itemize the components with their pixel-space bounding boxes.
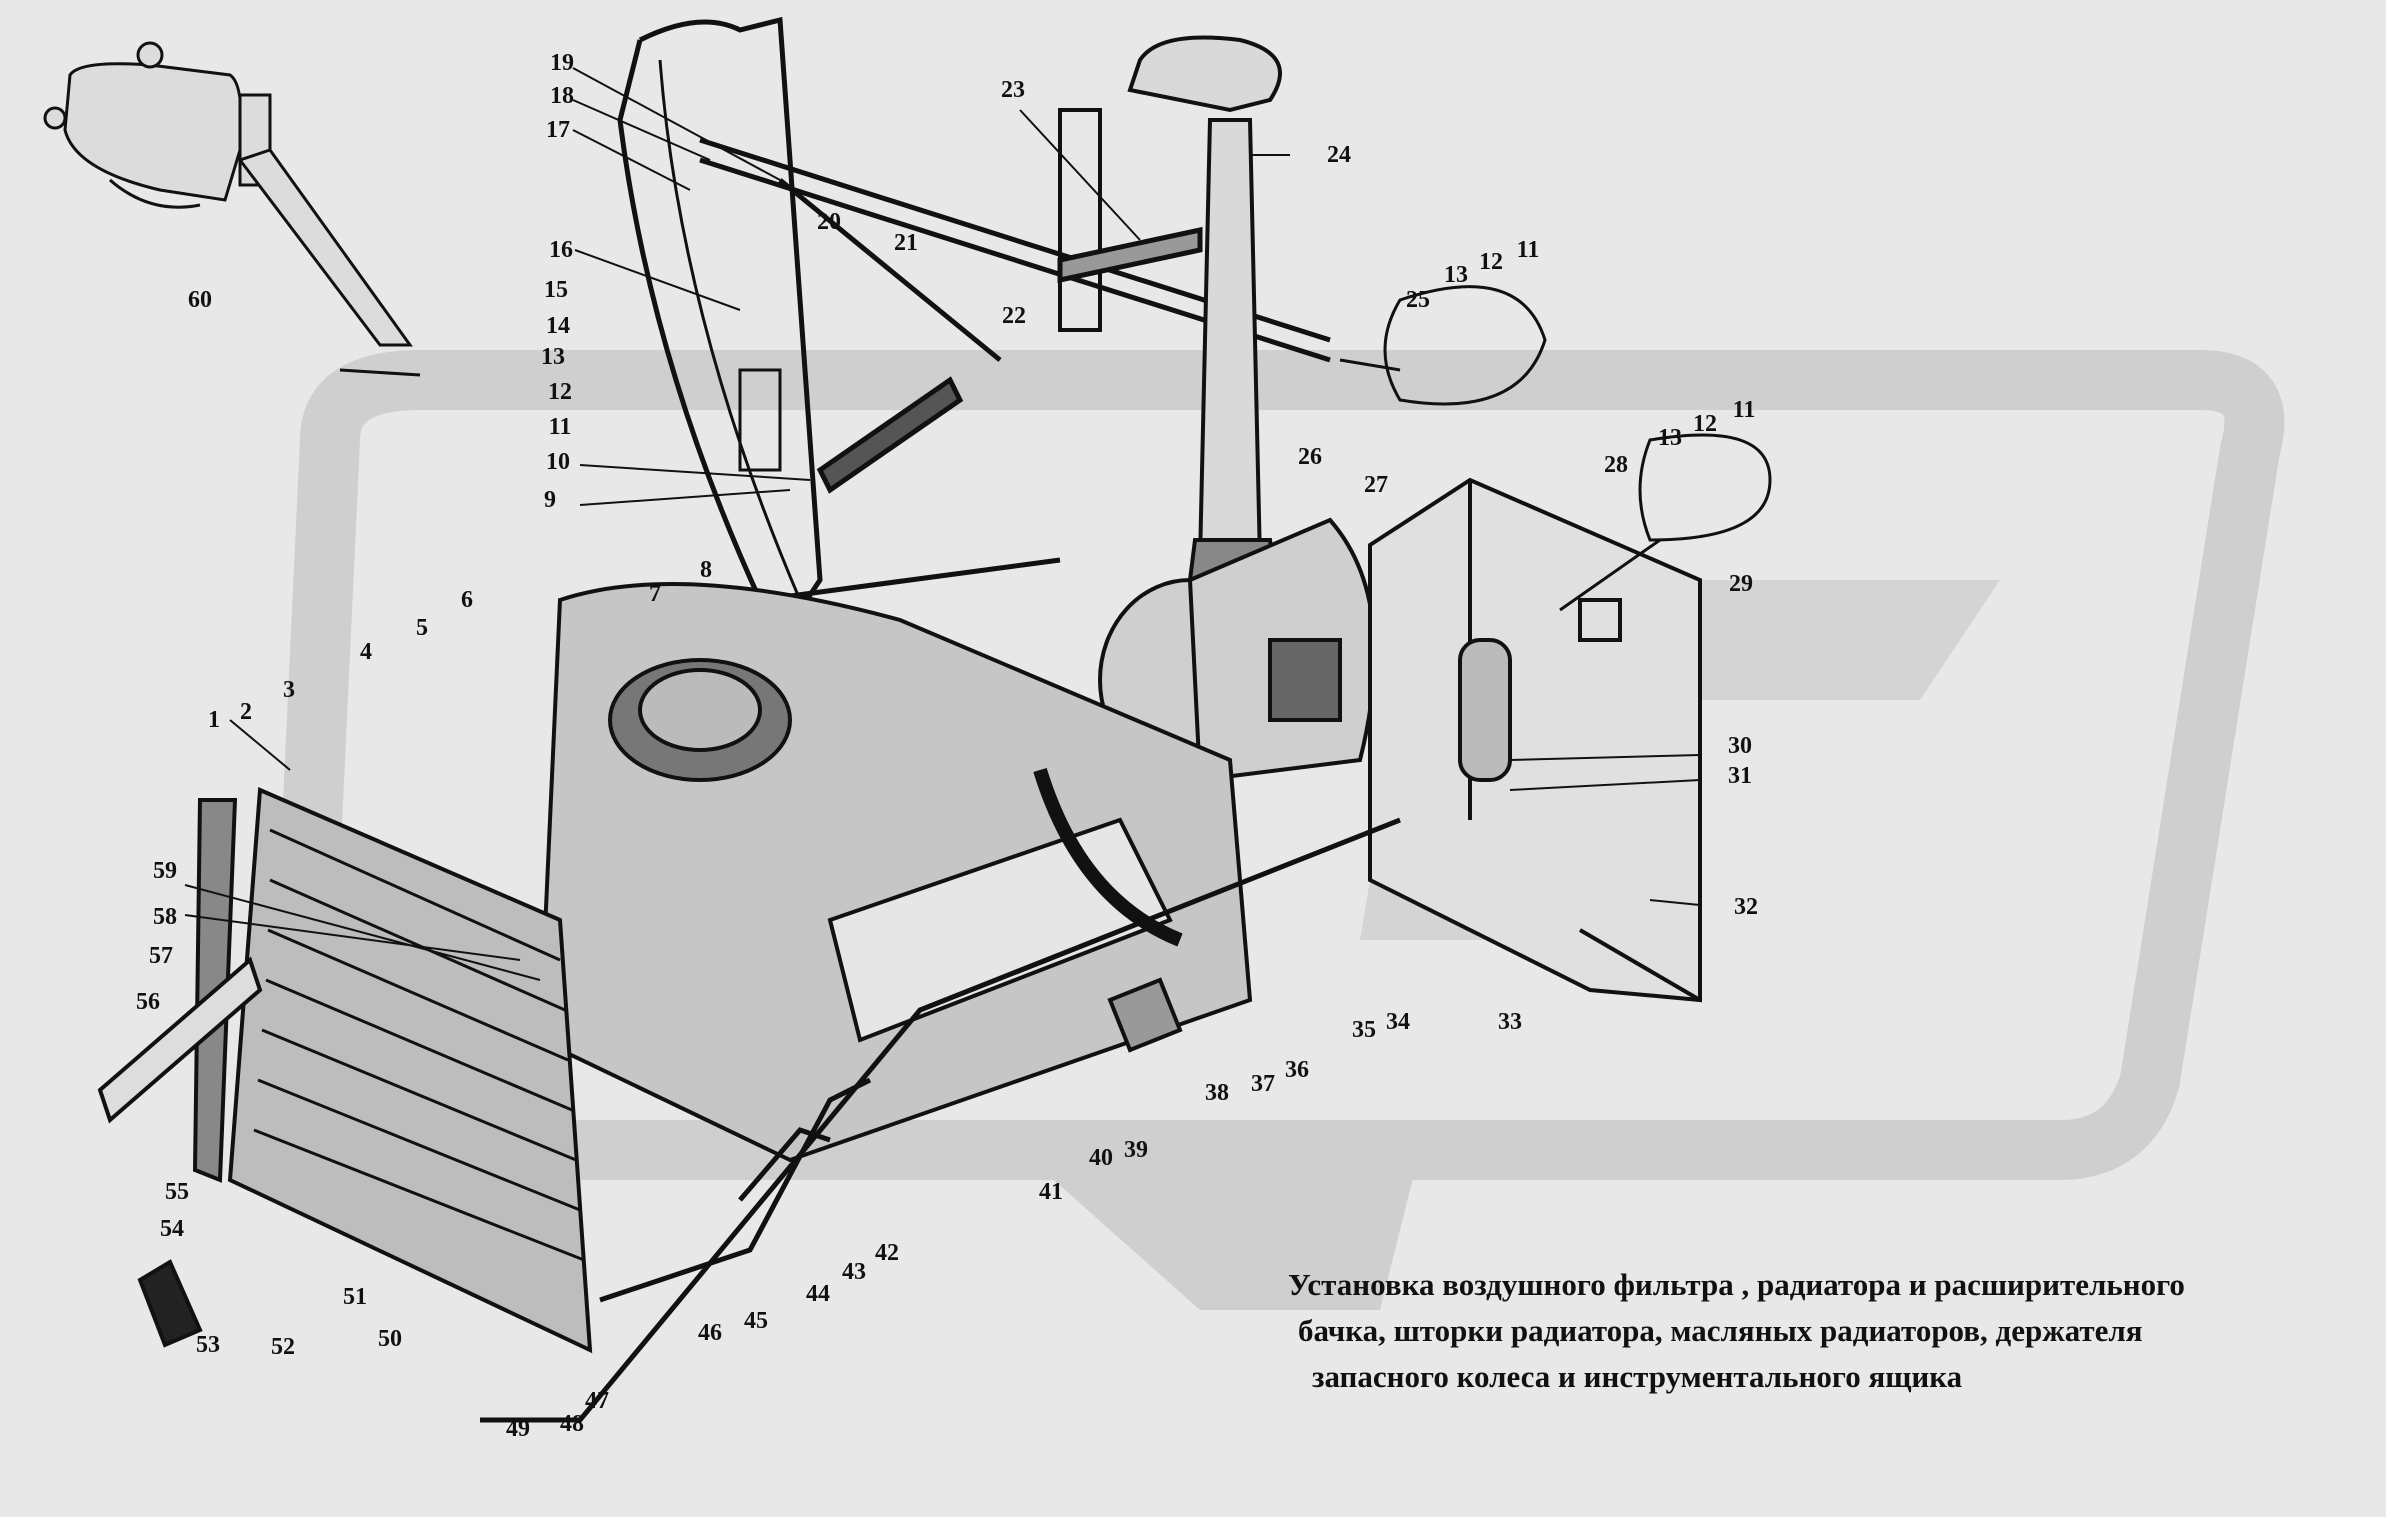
- callout-50: 50: [378, 1326, 402, 1352]
- callout-34: 34: [1386, 1009, 1410, 1035]
- callout-7: 7: [649, 581, 661, 607]
- callout-5: 5: [416, 615, 428, 641]
- callout-8: 8: [700, 557, 712, 583]
- callout-33: 33: [1498, 1009, 1522, 1035]
- engine: [537, 582, 1253, 1163]
- callout-2: 2: [240, 699, 252, 725]
- callout-51: 51: [343, 1284, 367, 1310]
- callout-30: 30: [1728, 733, 1752, 759]
- callout-52: 52: [271, 1334, 295, 1360]
- air-intake-pipe: [1127, 35, 1282, 582]
- callout-19: 19: [550, 50, 574, 76]
- callout-56: 56: [136, 989, 160, 1015]
- callout-32: 32: [1734, 894, 1758, 920]
- leader-lines: [184, 67, 1701, 981]
- callout-38: 38: [1205, 1080, 1229, 1106]
- callout-21: 21: [894, 230, 918, 256]
- callout-13b: 13: [1444, 262, 1468, 288]
- callout-37: 37: [1251, 1071, 1275, 1097]
- callout-18: 18: [550, 83, 574, 109]
- callout-24: 24: [1327, 142, 1351, 168]
- callout-26: 26: [1298, 444, 1322, 470]
- callout-12a: 12: [548, 379, 572, 405]
- callout-27: 27: [1364, 472, 1388, 498]
- callout-17: 17: [546, 117, 570, 143]
- callout-41: 41: [1039, 1179, 1063, 1205]
- callout-44: 44: [806, 1281, 830, 1307]
- tool-box: [1368, 477, 1702, 1003]
- callout-12b: 12: [1479, 249, 1503, 275]
- callout-40: 40: [1089, 1145, 1113, 1171]
- callout-11a: 11: [548, 414, 572, 440]
- callout-22: 22: [1002, 303, 1026, 329]
- callout-25: 25: [1406, 287, 1430, 313]
- callout-29: 29: [1729, 571, 1753, 597]
- callout-9: 9: [544, 487, 556, 513]
- callout-31: 31: [1728, 763, 1752, 789]
- callout-43: 43: [842, 1259, 866, 1285]
- callout-16: 16: [549, 237, 573, 263]
- callout-1: 1: [208, 707, 220, 733]
- callout-10: 10: [546, 449, 570, 475]
- expansion-tank: [43, 41, 421, 377]
- callout-55: 55: [165, 1179, 189, 1205]
- figure-caption: Установка воздушного фильтра , радиатора…: [1288, 1262, 2378, 1400]
- callout-60: 60: [188, 287, 212, 313]
- callout-28: 28: [1604, 452, 1628, 478]
- caption-line-3: запасного колеса и инструментального ящи…: [1312, 1359, 1963, 1394]
- callout-3: 3: [283, 677, 295, 703]
- callout-47: 47: [585, 1388, 609, 1414]
- callout-23: 23: [1001, 77, 1025, 103]
- callout-54: 54: [160, 1216, 184, 1242]
- callout-12c: 12: [1693, 411, 1717, 437]
- caption-line-1: Установка воздушного фильтра , радиатора…: [1288, 1267, 2185, 1302]
- spare-wheel-carrier: [617, 16, 1331, 642]
- callout-11b: 11: [1516, 237, 1540, 263]
- callout-13a: 13: [541, 344, 565, 370]
- callout-42: 42: [875, 1240, 899, 1266]
- callout-49: 49: [506, 1416, 530, 1442]
- callout-6: 6: [461, 587, 473, 613]
- callout-46: 46: [698, 1320, 722, 1346]
- callout-15: 15: [544, 277, 568, 303]
- callout-57: 57: [149, 943, 173, 969]
- callout-13c: 13: [1658, 425, 1682, 451]
- callout-14: 14: [546, 313, 570, 339]
- callout-4: 4: [360, 639, 372, 665]
- callout-35: 35: [1352, 1017, 1376, 1043]
- oil-pipes: [480, 817, 1401, 1423]
- callout-45: 45: [744, 1308, 768, 1334]
- callout-58: 58: [153, 904, 177, 930]
- caption-line-2: бачка, шторки радиатора, масляных радиат…: [1298, 1313, 2143, 1348]
- callout-48: 48: [560, 1411, 584, 1437]
- fastener-groups: [738, 285, 1772, 612]
- callout-11c: 11: [1732, 397, 1756, 423]
- callout-39: 39: [1124, 1137, 1148, 1163]
- callout-36: 36: [1285, 1057, 1309, 1083]
- callout-20: 20: [817, 209, 841, 235]
- callout-53: 53: [196, 1332, 220, 1358]
- callout-59: 59: [153, 858, 177, 884]
